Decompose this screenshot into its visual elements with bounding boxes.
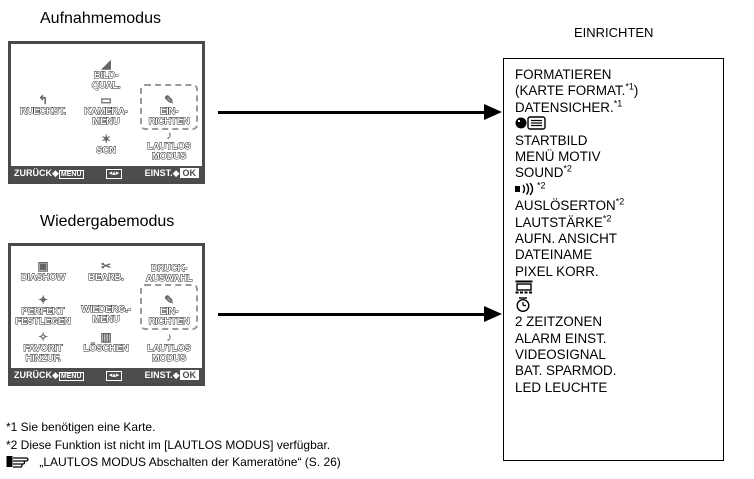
menu-item-einrichten[interactable]: ✎ EIN- RICHTEN (137, 84, 201, 130)
menu-item-bearb[interactable]: ✂ BEARB. (74, 260, 138, 283)
arrow-playback-to-setup (218, 313, 486, 316)
menu-item-wiederg-menu[interactable]: WIEDERG.- MENU (74, 304, 138, 325)
language-icon (515, 116, 546, 130)
ok-key[interactable]: OK (179, 168, 199, 178)
setup-item-formatieren: FORMATIEREN (515, 67, 612, 82)
setup-item-ausloeserton: AUSLÖSERTON*2 (515, 196, 625, 214)
silent-mode-icon: ♪ (166, 128, 172, 142)
menu-item-label: DIASHOW (20, 272, 66, 283)
setup-item-pixel-korr: PIXEL KORR. (515, 263, 599, 279)
menu-item-label: FAVORIT HINZUF. (23, 343, 63, 364)
menu-key[interactable]: MENU (58, 170, 84, 179)
menu-item-rueckst[interactable]: ↰ RUECKST. (11, 94, 75, 117)
record-mode-menu: ◢ BILD- QUAL. ↰ RUECKST. ▭ KAMERA- MENU … (8, 41, 205, 184)
clock-icon (516, 296, 530, 312)
playback-mode-title: Wiedergabemodus (40, 213, 175, 230)
trash-icon: ▥ (100, 330, 112, 344)
menu-item-favorit[interactable]: ✧ FAVORIT HINZUF. (11, 331, 75, 364)
arrow-record-to-setup (218, 111, 486, 114)
monitor-brightness-icon (515, 280, 533, 294)
set-label: EINST. (144, 370, 173, 380)
menu-item-perfekt[interactable]: ✦ PERFEKT FESTLEGEN (11, 294, 75, 327)
menu-item-label: LAUTLOS MODUS (147, 343, 192, 364)
arrow-pad-icon: ◂▴▸ (105, 370, 123, 381)
favorite-icon: ✧ (38, 330, 48, 344)
setup-item-menu-motiv: MENÜ MOTIV (515, 149, 601, 165)
setup-item-bat-sparmod: BAT. SPARMOD. (515, 363, 617, 379)
menu-item-druckauswahl[interactable]: DRUCK- AUSWAHL (137, 263, 201, 284)
menu-footer: ZURÜCK◆MENU ◂▴▸ EINST.◆OK (11, 368, 202, 383)
camera-icon: ▭ (100, 93, 112, 107)
image-quality-icon: ◢ (101, 57, 111, 71)
menu-item-lautlos[interactable]: ♪ LAUTLOS MODUS (137, 129, 201, 162)
reference-hand-icon (6, 456, 29, 468)
menu-item-label: BEARB. (88, 272, 124, 283)
setup-item-monitor (515, 280, 723, 296)
menu-item-bildqual[interactable]: ◢ BILD- QUAL. (74, 58, 138, 91)
reset-arrow-icon: ↰ (38, 93, 48, 107)
menu-item-label: BILD- QUAL. (91, 70, 121, 91)
setup-item-videosignal: VIDEOSIGNAL (515, 346, 606, 362)
menu-item-label: WIEDERG.- MENU (81, 304, 132, 325)
setup-item-alarm: ALARM EINST. (515, 330, 607, 346)
menu-item-label: KAMERA- MENU (84, 106, 129, 127)
footnote-2: *2 Diese Funktion ist nicht im [LAUTLOS … (6, 438, 331, 452)
perfect-fix-icon: ✦ (38, 293, 48, 307)
setup-item-2-zeitzonen: 2 ZEITZONEN (515, 314, 603, 330)
silent-mode-icon: ♪ (166, 330, 172, 344)
setup-item-beep: *2 (515, 181, 723, 198)
scene-icon: ✶ (101, 132, 111, 146)
menu-key[interactable]: MENU (58, 372, 84, 381)
setup-item-karte-format: (KARTE FORMAT.*1) (515, 81, 639, 99)
menu-item-label: DRUCK- AUSWAHL (145, 263, 193, 284)
menu-item-label: LAUTLOS MODUS (147, 141, 192, 162)
arrow-head-icon (484, 104, 502, 120)
menu-item-loeschen[interactable]: ▥ LÖSCHEN (74, 331, 138, 354)
setup-item-dateiname: DATEINAME (515, 247, 593, 263)
back-label: ZURÜCK (14, 168, 52, 178)
menu-item-label: LÖSCHEN (83, 343, 129, 354)
speaker-icon (515, 182, 534, 196)
setup-wrench-icon: ✎ (164, 93, 174, 107)
setup-list-box: FORMATIEREN (KARTE FORMAT.*1) DATENSICHE… (503, 58, 724, 461)
menu-footer: ZURÜCK◆MENU ◂▴▸ EINST.◆OK (11, 166, 202, 181)
set-label: EINST. (144, 168, 173, 178)
footnote-1: *1 Sie benötigen eine Karte. (6, 420, 156, 434)
menu-item-label: RUECKST. (20, 106, 67, 117)
setup-title: EINRICHTEN (574, 25, 654, 40)
setup-item-startbild: STARTBILD (515, 132, 588, 148)
menu-item-label: EIN- RICHTEN (148, 306, 190, 327)
menu-item-kamera-menu[interactable]: ▭ KAMERA- MENU (74, 94, 138, 127)
menu-item-einrichten[interactable]: ✎ EIN- RICHTEN (137, 284, 201, 330)
menu-item-lautlos[interactable]: ♪ LAUTLOS MODUS (137, 331, 201, 364)
menu-item-scn[interactable]: ✶ SCN (74, 133, 138, 156)
setup-item-led-leuchte: LED LEUCHTE (515, 379, 608, 395)
setup-item-language (515, 116, 723, 132)
menu-item-diashow[interactable]: ▣ DIASHOW (11, 260, 75, 283)
record-mode-title: Aufnahmemodus (40, 10, 161, 27)
edit-scissors-icon: ✂ (101, 259, 111, 273)
arrow-pad-icon: ◂▴▸ (105, 168, 123, 179)
setup-item-sound: SOUND*2 (515, 163, 572, 181)
setup-item-aufn-ansicht: AUFN. ANSICHT (515, 231, 617, 247)
setup-item-clock (515, 296, 723, 314)
back-label: ZURÜCK (14, 370, 52, 380)
footnote-reference-text: „LAUTLOS MODUS Abschalten der Kameratöne… (39, 455, 341, 469)
playback-mode-menu: ▣ DIASHOW ✂ BEARB. DRUCK- AUSWAHL ✦ PERF… (8, 243, 205, 386)
menu-item-label: PERFEKT FESTLEGEN (15, 306, 71, 327)
menu-item-label: EIN- RICHTEN (148, 106, 190, 127)
setup-item-datensicher: DATENSICHER.*1 (515, 98, 623, 115)
setup-wrench-icon: ✎ (164, 293, 174, 307)
menu-item-label: SCN (96, 145, 117, 156)
slideshow-icon: ▣ (37, 259, 49, 273)
ok-key[interactable]: OK (179, 370, 199, 380)
footnote-reference: „LAUTLOS MODUS Abschalten der Kameratöne… (6, 455, 341, 469)
setup-item-lautstaerke: LAUTSTÄRKE*2 (515, 213, 612, 230)
arrow-head-icon (484, 306, 502, 322)
